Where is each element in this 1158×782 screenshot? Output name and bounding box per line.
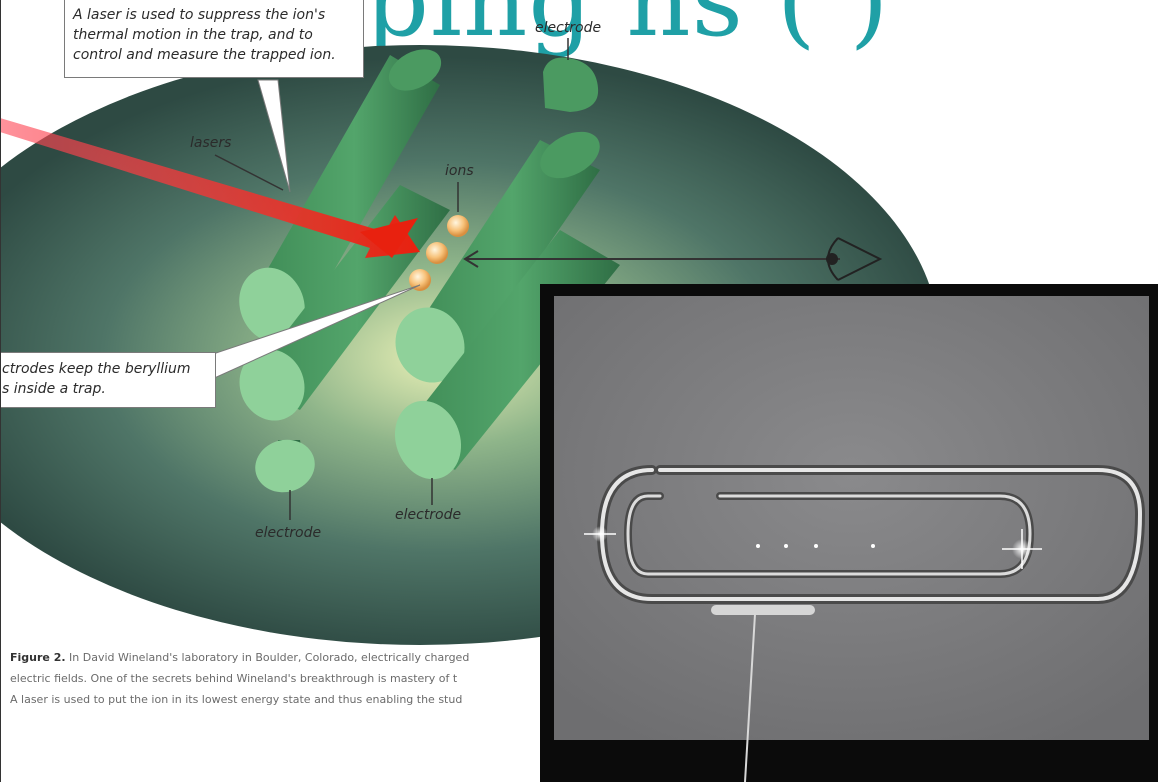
callout-laser-line1: A laser is used to suppress the ion's <box>73 7 325 23</box>
callout-electrodes-line1: ctrodes keep the beryllium <box>2 361 191 377</box>
paperclip-trap-photo <box>540 284 1158 782</box>
callout-electrodes-line2: s inside a trap. <box>2 381 106 397</box>
caption-text-1: In David Wineland's laboratory in Boulde… <box>69 651 469 664</box>
callout-electrodes: ctrodes keep the beryllium s inside a tr… <box>0 352 216 408</box>
label-electrode-bottom-right: electrode <box>395 507 461 523</box>
callout-laser: A laser is used to suppress the ion's th… <box>64 0 364 78</box>
callout-laser-line2: thermal motion in the trap, and to <box>73 27 313 43</box>
caption-lead: Figure 2. <box>10 651 66 664</box>
figure-caption: Figure 2. In David Wineland's laboratory… <box>10 647 538 709</box>
label-ions: ions <box>445 163 474 179</box>
ion <box>426 242 448 264</box>
callout-laser-line3: control and measure the trapped ion. <box>73 47 336 63</box>
ion <box>447 215 469 237</box>
left-edge-border <box>0 0 1 782</box>
caption-line-3: A laser is used to put the ion in its lo… <box>10 689 538 709</box>
label-lasers: lasers <box>190 135 231 151</box>
caption-line-1: Figure 2. In David Wineland's laboratory… <box>10 647 538 668</box>
label-electrode-top: electrode <box>535 20 601 36</box>
label-electrode-bottom-left: electrode <box>255 525 321 541</box>
caption-line-2: electric fields. One of the secrets behi… <box>10 668 538 689</box>
